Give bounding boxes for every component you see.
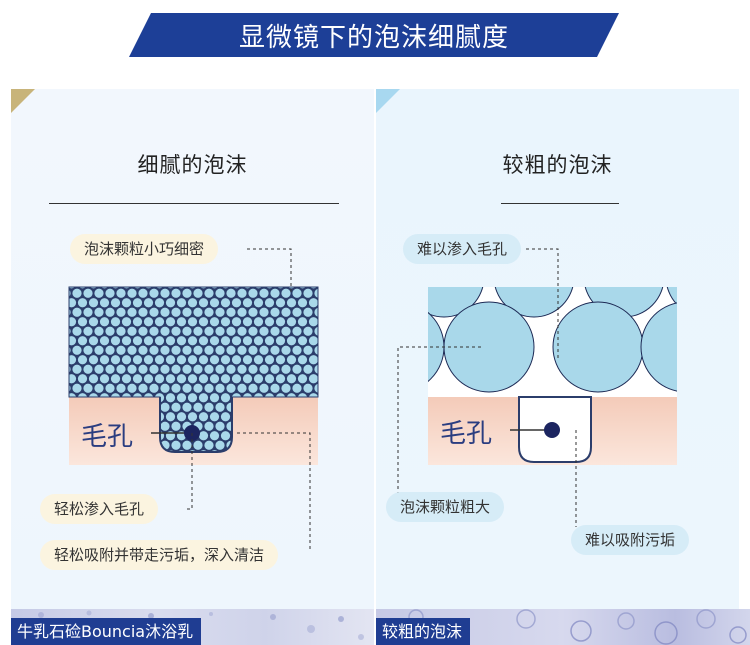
dirt-callout: 难以吸附污垢 — [571, 525, 690, 555]
penetrate-callout: 轻松渗入毛孔 — [40, 494, 159, 524]
pore-label: 毛孔 — [81, 422, 134, 452]
coarse-microscope-strip: 较粗的泡沫 — [376, 609, 750, 645]
corner-accent — [11, 89, 35, 113]
coarse-foam-panel: 较粗的泡沫 — [376, 89, 739, 609]
heading-divider — [49, 203, 339, 204]
coarse-penetrate-callout: 难以渗入毛孔 — [403, 234, 522, 264]
pore-outline — [159, 397, 233, 453]
coarse-foam-bubbles — [428, 287, 677, 393]
product-microscope-strip: 牛乳石硷Bouncia沐浴乳 — [11, 609, 374, 645]
corner-accent — [376, 89, 400, 113]
product-label: 牛乳石硷Bouncia沐浴乳 — [11, 618, 202, 645]
clean-callout: 轻松吸附并带走污垢，深入清洁 — [40, 540, 279, 570]
pore-label: 毛孔 — [440, 419, 493, 449]
microscope-texture — [408, 609, 747, 645]
microscope-texture — [38, 610, 364, 640]
fine-foam-panel: 细腻的泡沫 泡沫颗粒小巧细密 毛孔 轻松渗入毛孔 — [11, 89, 374, 609]
fine-foam-heading: 细腻的泡沫 — [137, 153, 248, 177]
pore-dot — [544, 422, 560, 438]
coarse-foam-diagram — [397, 248, 677, 527]
page-title: 显微镜下的泡沫细腻度 — [238, 22, 509, 53]
title-banner: 显微镜下的泡沫细腻度 — [129, 13, 619, 57]
coarse-foam-heading: 较粗的泡沫 — [502, 153, 613, 177]
heading-divider — [501, 203, 619, 204]
fine-foam-callout: 泡沫颗粒小巧细密 — [70, 234, 219, 264]
coarse-bubble-callout: 泡沫颗粒粗大 — [386, 492, 505, 522]
fine-foam-diagram — [68, 248, 319, 549]
coarse-foam-label: 较粗的泡沫 — [376, 618, 471, 645]
